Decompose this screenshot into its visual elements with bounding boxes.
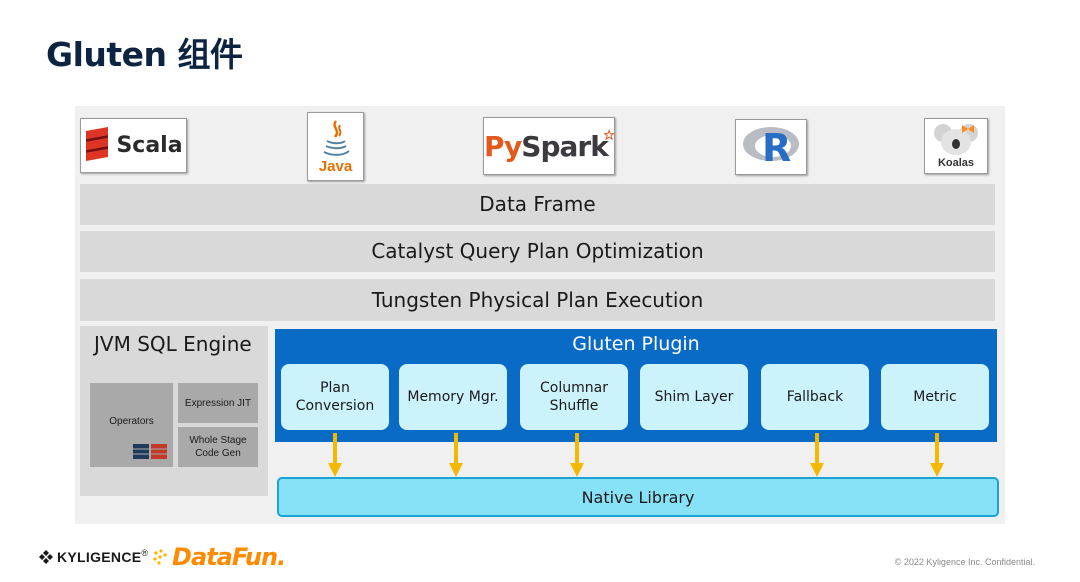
java-label: Java <box>318 157 353 175</box>
arrow-down-icon <box>930 433 944 477</box>
tungsten-layer: Tungsten Physical Plan Execution <box>80 279 995 321</box>
expression-jit-box: Expression JIT <box>178 383 258 423</box>
scala-logo-icon <box>86 126 109 161</box>
gluten-title: Gluten Plugin <box>572 333 700 355</box>
shim-layer-box: Shim Layer <box>640 364 748 430</box>
columnar-shuffle-box: Columnar Shuffle <box>520 364 628 430</box>
kyligence-logo-icon <box>39 550 53 564</box>
operators-box: Operators <box>90 383 173 467</box>
gluten-plugin: Gluten Plugin Plan Conversion Memory Mgr… <box>275 329 997 442</box>
arrow-down-icon <box>328 433 342 477</box>
kyligence-label: KYLIGENCE <box>57 549 142 565</box>
koalas-logo: Koalas <box>924 118 988 174</box>
fallback-box: Fallback <box>761 364 869 430</box>
datafun-logo-icon <box>153 549 167 565</box>
r-label: R <box>762 126 792 170</box>
koalas-label: Koalas <box>937 157 975 169</box>
catalyst-layer: Catalyst Query Plan Optimization <box>80 231 995 272</box>
arrow-down-icon <box>570 433 584 477</box>
pyspark-logo-icon <box>603 129 614 141</box>
operators-table-icon <box>133 444 167 459</box>
footer-logos: KYLIGENCE ® DataFun. <box>38 543 286 571</box>
page-title: Gluten 组件 <box>46 35 243 74</box>
data-frame-layer: Data Frame <box>80 184 995 225</box>
pyspark-py-label: Py <box>484 129 522 163</box>
native-library: Native Library <box>277 477 999 517</box>
java-logo-icon <box>323 119 350 156</box>
operators-label: Operators <box>109 415 154 427</box>
koalas-logo-icon <box>934 124 978 155</box>
pyspark-spark-label: Spark <box>521 129 609 163</box>
jvm-sql-engine: JVM SQL Engine Operators Expression JIT … <box>80 326 268 496</box>
pyspark-logo: Py Spark <box>483 117 615 175</box>
java-logo: Java <box>307 112 364 181</box>
memory-mgr-box: Memory Mgr. <box>399 364 507 430</box>
plan-conversion-box: Plan Conversion <box>281 364 389 430</box>
datafun-label: DataFun. <box>172 543 286 571</box>
metric-box: Metric <box>881 364 989 430</box>
arrow-down-icon <box>810 433 824 477</box>
r-logo-icon <box>743 127 799 161</box>
jvm-title: JVM SQL Engine <box>94 332 252 356</box>
whole-stage-box: Whole Stage Code Gen <box>178 427 258 467</box>
r-logo: R <box>735 119 807 175</box>
scala-label: Scala <box>116 133 183 158</box>
scala-logo: Scala <box>80 118 187 173</box>
registered-mark: ® <box>141 548 149 558</box>
arrow-down-icon <box>449 433 463 477</box>
copyright-text: © 2022 Kyligence Inc. Confidential. <box>894 557 1035 567</box>
